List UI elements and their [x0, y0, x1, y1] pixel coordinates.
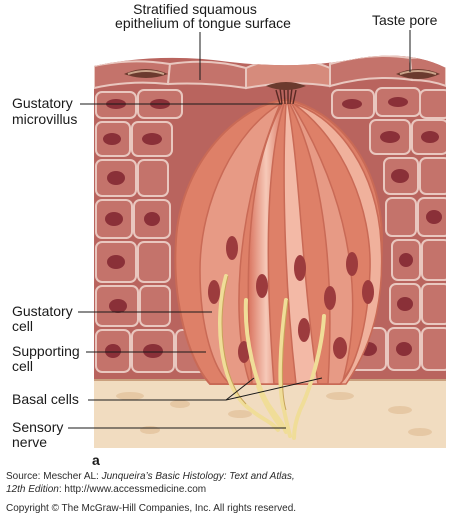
gustatory-cell-2	[283, 103, 319, 385]
epithelial-nuclei	[103, 97, 442, 358]
supporting-cell-right	[293, 103, 383, 385]
label-gustatory-cell-line2: cell	[12, 318, 33, 334]
label-epithelium-line2: epithelium of tongue surface	[115, 15, 291, 31]
caption-copyright: Copyright © The McGraw-Hill Companies, I…	[6, 503, 297, 514]
caption-source-line: Source: Mescher AL: Junqueira’s Basic Hi…	[6, 470, 462, 483]
label-microvillus-line2: microvillus	[12, 111, 77, 127]
taste-pore	[396, 69, 440, 79]
label-supporting-cell-line1: Supporting	[12, 343, 80, 359]
taste-bud-nuclei	[208, 236, 374, 363]
label-basal-cells: Basal cells	[12, 391, 79, 407]
sensory-nerve-outline	[221, 275, 289, 411]
caption-url: : http://www.accessmedicine.com	[58, 484, 207, 495]
caption-edition-line: 12th Edition: http://www.accessmedicine.…	[6, 483, 462, 496]
gustatory-cell-1	[247, 103, 286, 385]
label-sensory-nerve-line1: Sensory	[12, 419, 63, 435]
leader-basal-cells-branch-1	[225, 377, 255, 401]
label-gustatory-cell-line1: Gustatory	[12, 303, 73, 319]
central-taste-pore	[266, 82, 306, 90]
label-microvillus-line1: Gustatory	[12, 95, 73, 111]
taste-pore-left	[124, 69, 168, 78]
label-sensory-nerve-line2: nerve	[12, 434, 47, 450]
label-epithelium-line1: Stratified squamous	[133, 1, 257, 17]
label-supporting-cell-line2: cell	[12, 358, 33, 374]
caption-book-title: Junqueira’s Basic Histology: Text and At…	[101, 471, 295, 482]
caption-edition: 12th Edition	[6, 484, 59, 495]
panel-letter: a	[92, 452, 100, 468]
caption-source-prefix: Source: Mescher AL:	[6, 471, 102, 482]
sensory-nerve	[218, 274, 326, 440]
leader-basal-cells-branch-2	[225, 377, 323, 401]
connective-tissue	[94, 380, 446, 449]
label-taste-pore: Taste pore	[372, 12, 438, 28]
figure-caption: Source: Mescher AL: Junqueira’s Basic Hi…	[6, 470, 462, 515]
